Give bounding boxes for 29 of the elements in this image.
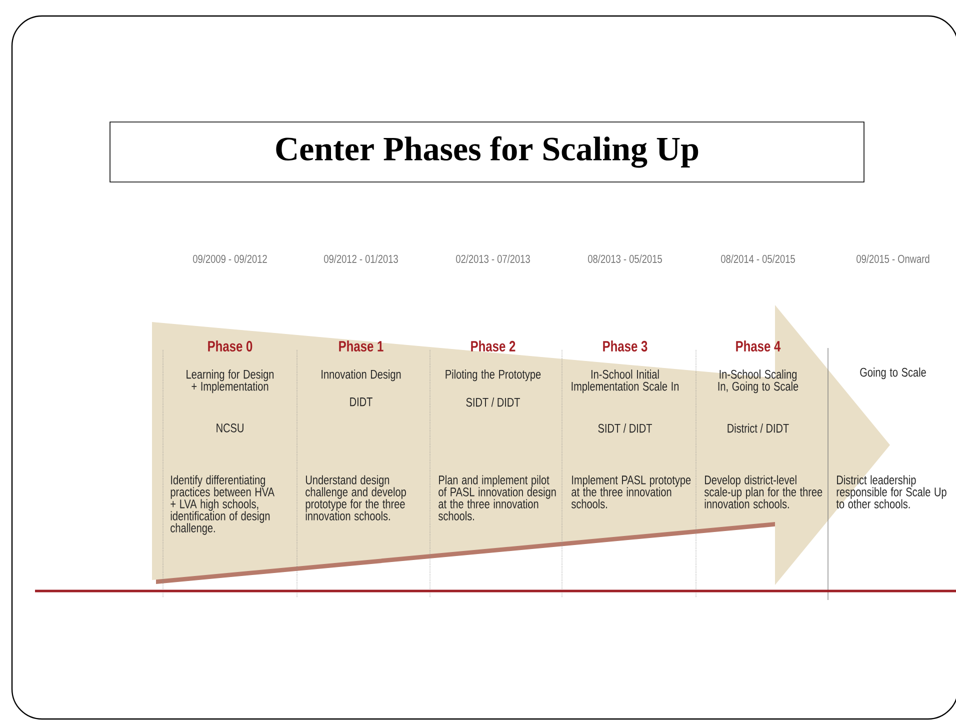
team-label: DIDT — [350, 398, 372, 406]
title-box: Center Phases for Scaling Up — [110, 122, 864, 182]
phase-description: Identify differentiating practices between HVA + LVA high schools, identification of design challenge. — [170, 475, 274, 535]
date-label: 02/2013 - 07/2013 — [456, 254, 530, 263]
phase-description: District leadership responsible for Scale Up to other schools. — [836, 475, 946, 508]
phase-name: Learning for Design + Implementation — [186, 370, 274, 394]
phase-name: Going to Scale — [860, 368, 926, 380]
phase-description: Implement PASL prototype at the three innovation schools. — [571, 475, 691, 508]
phase-heading: Phase 1 — [339, 340, 384, 352]
phase-name: Innovation Design — [322, 370, 401, 382]
team-label: SIDT / DIDT — [466, 398, 520, 407]
phase-name: In-School Scaling In, Going to Scale — [718, 370, 798, 394]
date-label: 08/2014 - 05/2015 — [721, 254, 795, 263]
date-label: 09/2009 - 09/2012 — [193, 254, 267, 263]
team-label: NCSU — [216, 424, 244, 432]
phase-heading: Phase 4 — [736, 340, 781, 352]
phase-heading: Phase 3 — [603, 340, 648, 352]
date-label: 09/2012 - 01/2013 — [324, 254, 398, 263]
date-label: 08/2013 - 05/2015 — [588, 254, 662, 263]
phase-description: Understand design challenge and develop prototype for the three innovation schools. — [306, 475, 406, 520]
team-label: District / DIDT — [728, 424, 789, 433]
phase-description: Develop district-level scale-up plan for the three innovation schools. — [704, 475, 822, 508]
team-label: SIDT / DIDT — [598, 424, 652, 433]
phase-description: Plan and implement pilot of PASL innovation design at the three innovation schools. — [438, 475, 556, 520]
date-label: 09/2015 - Onward — [856, 254, 930, 263]
phase-heading: Phase 0 — [208, 340, 252, 352]
phase-name: In-School Initial Implementation Scale In — [572, 370, 679, 394]
phase-name: Piloting the Prototype — [446, 370, 541, 382]
phase-heading: Phase 2 — [471, 340, 516, 352]
